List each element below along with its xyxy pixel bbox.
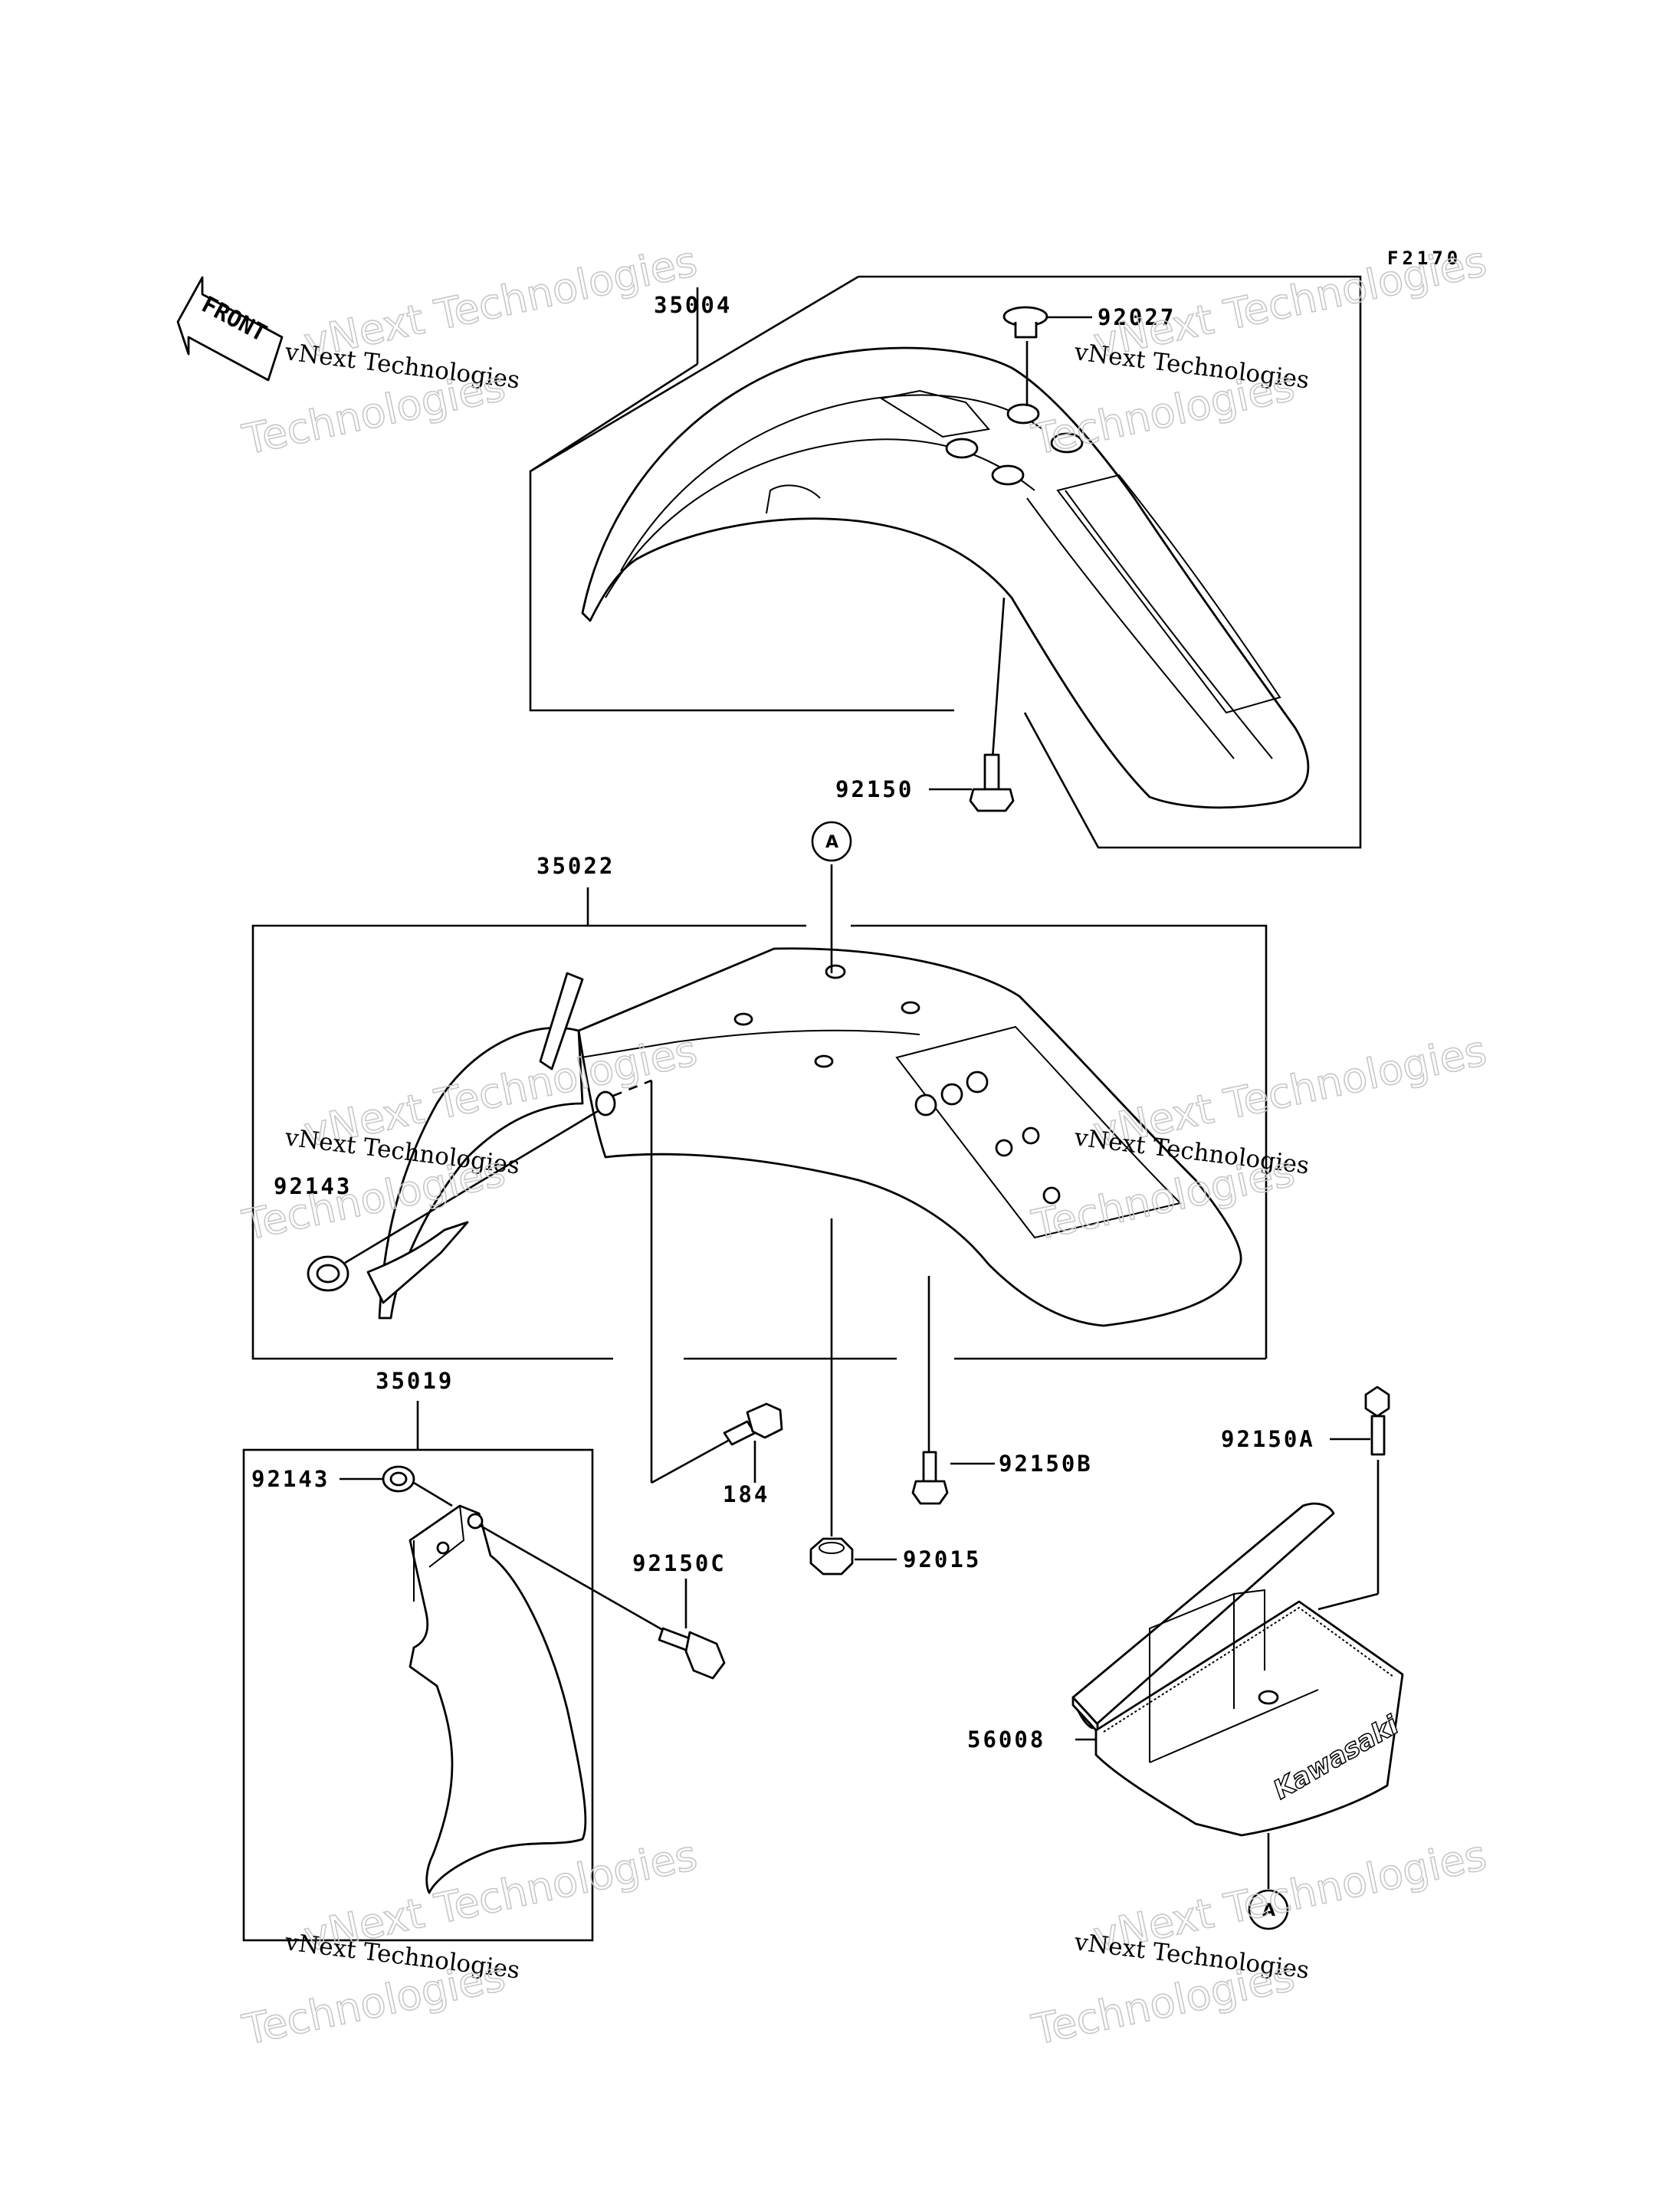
part-92150b-drawing	[911, 1451, 995, 1505]
part-92027-drawing	[1002, 306, 1092, 406]
svg-text:A: A	[825, 833, 838, 852]
front-fender-group	[529, 275, 1362, 849]
part-label-92015: 92015	[903, 1546, 981, 1572]
part-92015-drawing	[809, 1537, 897, 1576]
ref-mark-bottom: A	[1248, 1889, 1289, 1930]
watermark-1: vNext Technologies vNext Technologies Te…	[238, 236, 701, 464]
part-184-drawing	[651, 1402, 783, 1484]
rear-fender-group	[251, 864, 1268, 1536]
part-label-35022: 35022	[536, 853, 615, 879]
part-label-92150c: 92150C	[632, 1550, 727, 1576]
watermark-4: vNext Technologies vNext Technologies Te…	[1027, 1025, 1491, 1250]
part-92150a-drawing	[1317, 1385, 1390, 1611]
svg-text:Technologies: Technologies	[238, 1952, 509, 2054]
part-label-92143-a: 92143	[274, 1173, 352, 1199]
watermark-5: vNext Technologies vNext Technologies Te…	[238, 1830, 701, 2054]
part-label-92150: 92150	[835, 776, 914, 802]
part-label-56008: 56008	[967, 1726, 1045, 1753]
part-label-92150a: 92150A	[1221, 1426, 1315, 1452]
svg-text:Technologies: Technologies	[238, 1147, 509, 1250]
part-92150c-drawing	[478, 1523, 726, 1680]
part-92143-grommet-b-drawing	[340, 1465, 453, 1507]
part-label-35019: 35019	[376, 1368, 454, 1394]
part-label-92027: 92027	[1098, 304, 1176, 330]
mud-guard-drawing	[409, 1504, 587, 1894]
tool-box-group: Kawasaki	[1071, 1502, 1406, 1889]
watermark-2: vNext Technologies vNext Technologies Te…	[1027, 236, 1491, 464]
ref-mark-top: A	[811, 821, 852, 862]
front-arrow-icon: FRONT	[176, 276, 284, 382]
mud-guard-group	[242, 1401, 594, 1942]
figure-id: F2170	[1387, 248, 1462, 269]
part-label-35004: 35004	[654, 292, 732, 318]
part-92150-drawing	[929, 753, 1015, 812]
svg-text:A: A	[1262, 1901, 1275, 1920]
watermark-6: vNext Technologies vNext Technologies Te…	[1027, 1830, 1491, 2054]
part-label-184: 184	[723, 1481, 769, 1507]
svg-text:Technologies: Technologies	[1028, 362, 1298, 464]
svg-text:Technologies: Technologies	[1028, 1952, 1298, 2054]
rear-fender-drawing	[577, 947, 1242, 1327]
svg-text:Technologies: Technologies	[238, 362, 509, 464]
part-label-92150b: 92150B	[999, 1451, 1093, 1477]
part-92143-grommet-drawing	[307, 1110, 599, 1292]
part-label-92143-b: 92143	[251, 1466, 330, 1492]
